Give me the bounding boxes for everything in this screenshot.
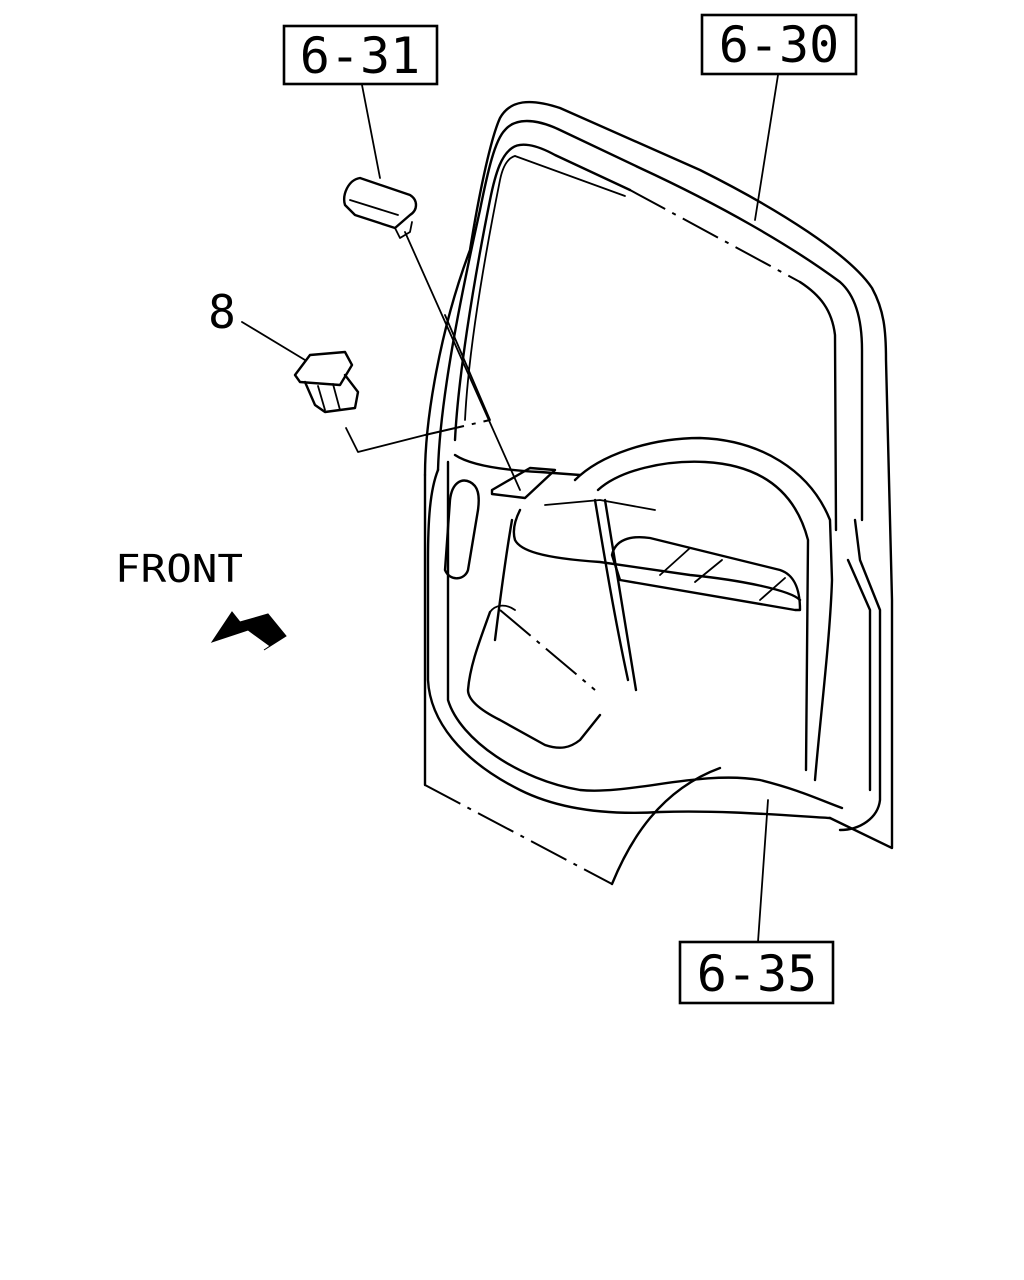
front-direction-indicator: FRONT <box>115 547 287 651</box>
callout-6-35-label: 6-35 <box>697 945 817 1003</box>
front-label: FRONT <box>115 547 243 591</box>
callout-6-30-label: 6-30 <box>719 16 839 74</box>
callout-6-31[interactable]: 6-31 <box>282 24 439 86</box>
clip-part-icon <box>293 350 360 414</box>
part-number-8[interactable]: 8 <box>208 285 236 339</box>
callout-6-30[interactable]: 6-30 <box>700 13 858 76</box>
callout-6-35[interactable]: 6-35 <box>678 940 835 1005</box>
leader-lines <box>241 74 779 943</box>
lock-knob-part-icon <box>343 176 418 239</box>
door-assembly <box>423 100 894 886</box>
callout-6-31-label: 6-31 <box>300 27 420 85</box>
front-arrow-icon <box>210 611 287 651</box>
